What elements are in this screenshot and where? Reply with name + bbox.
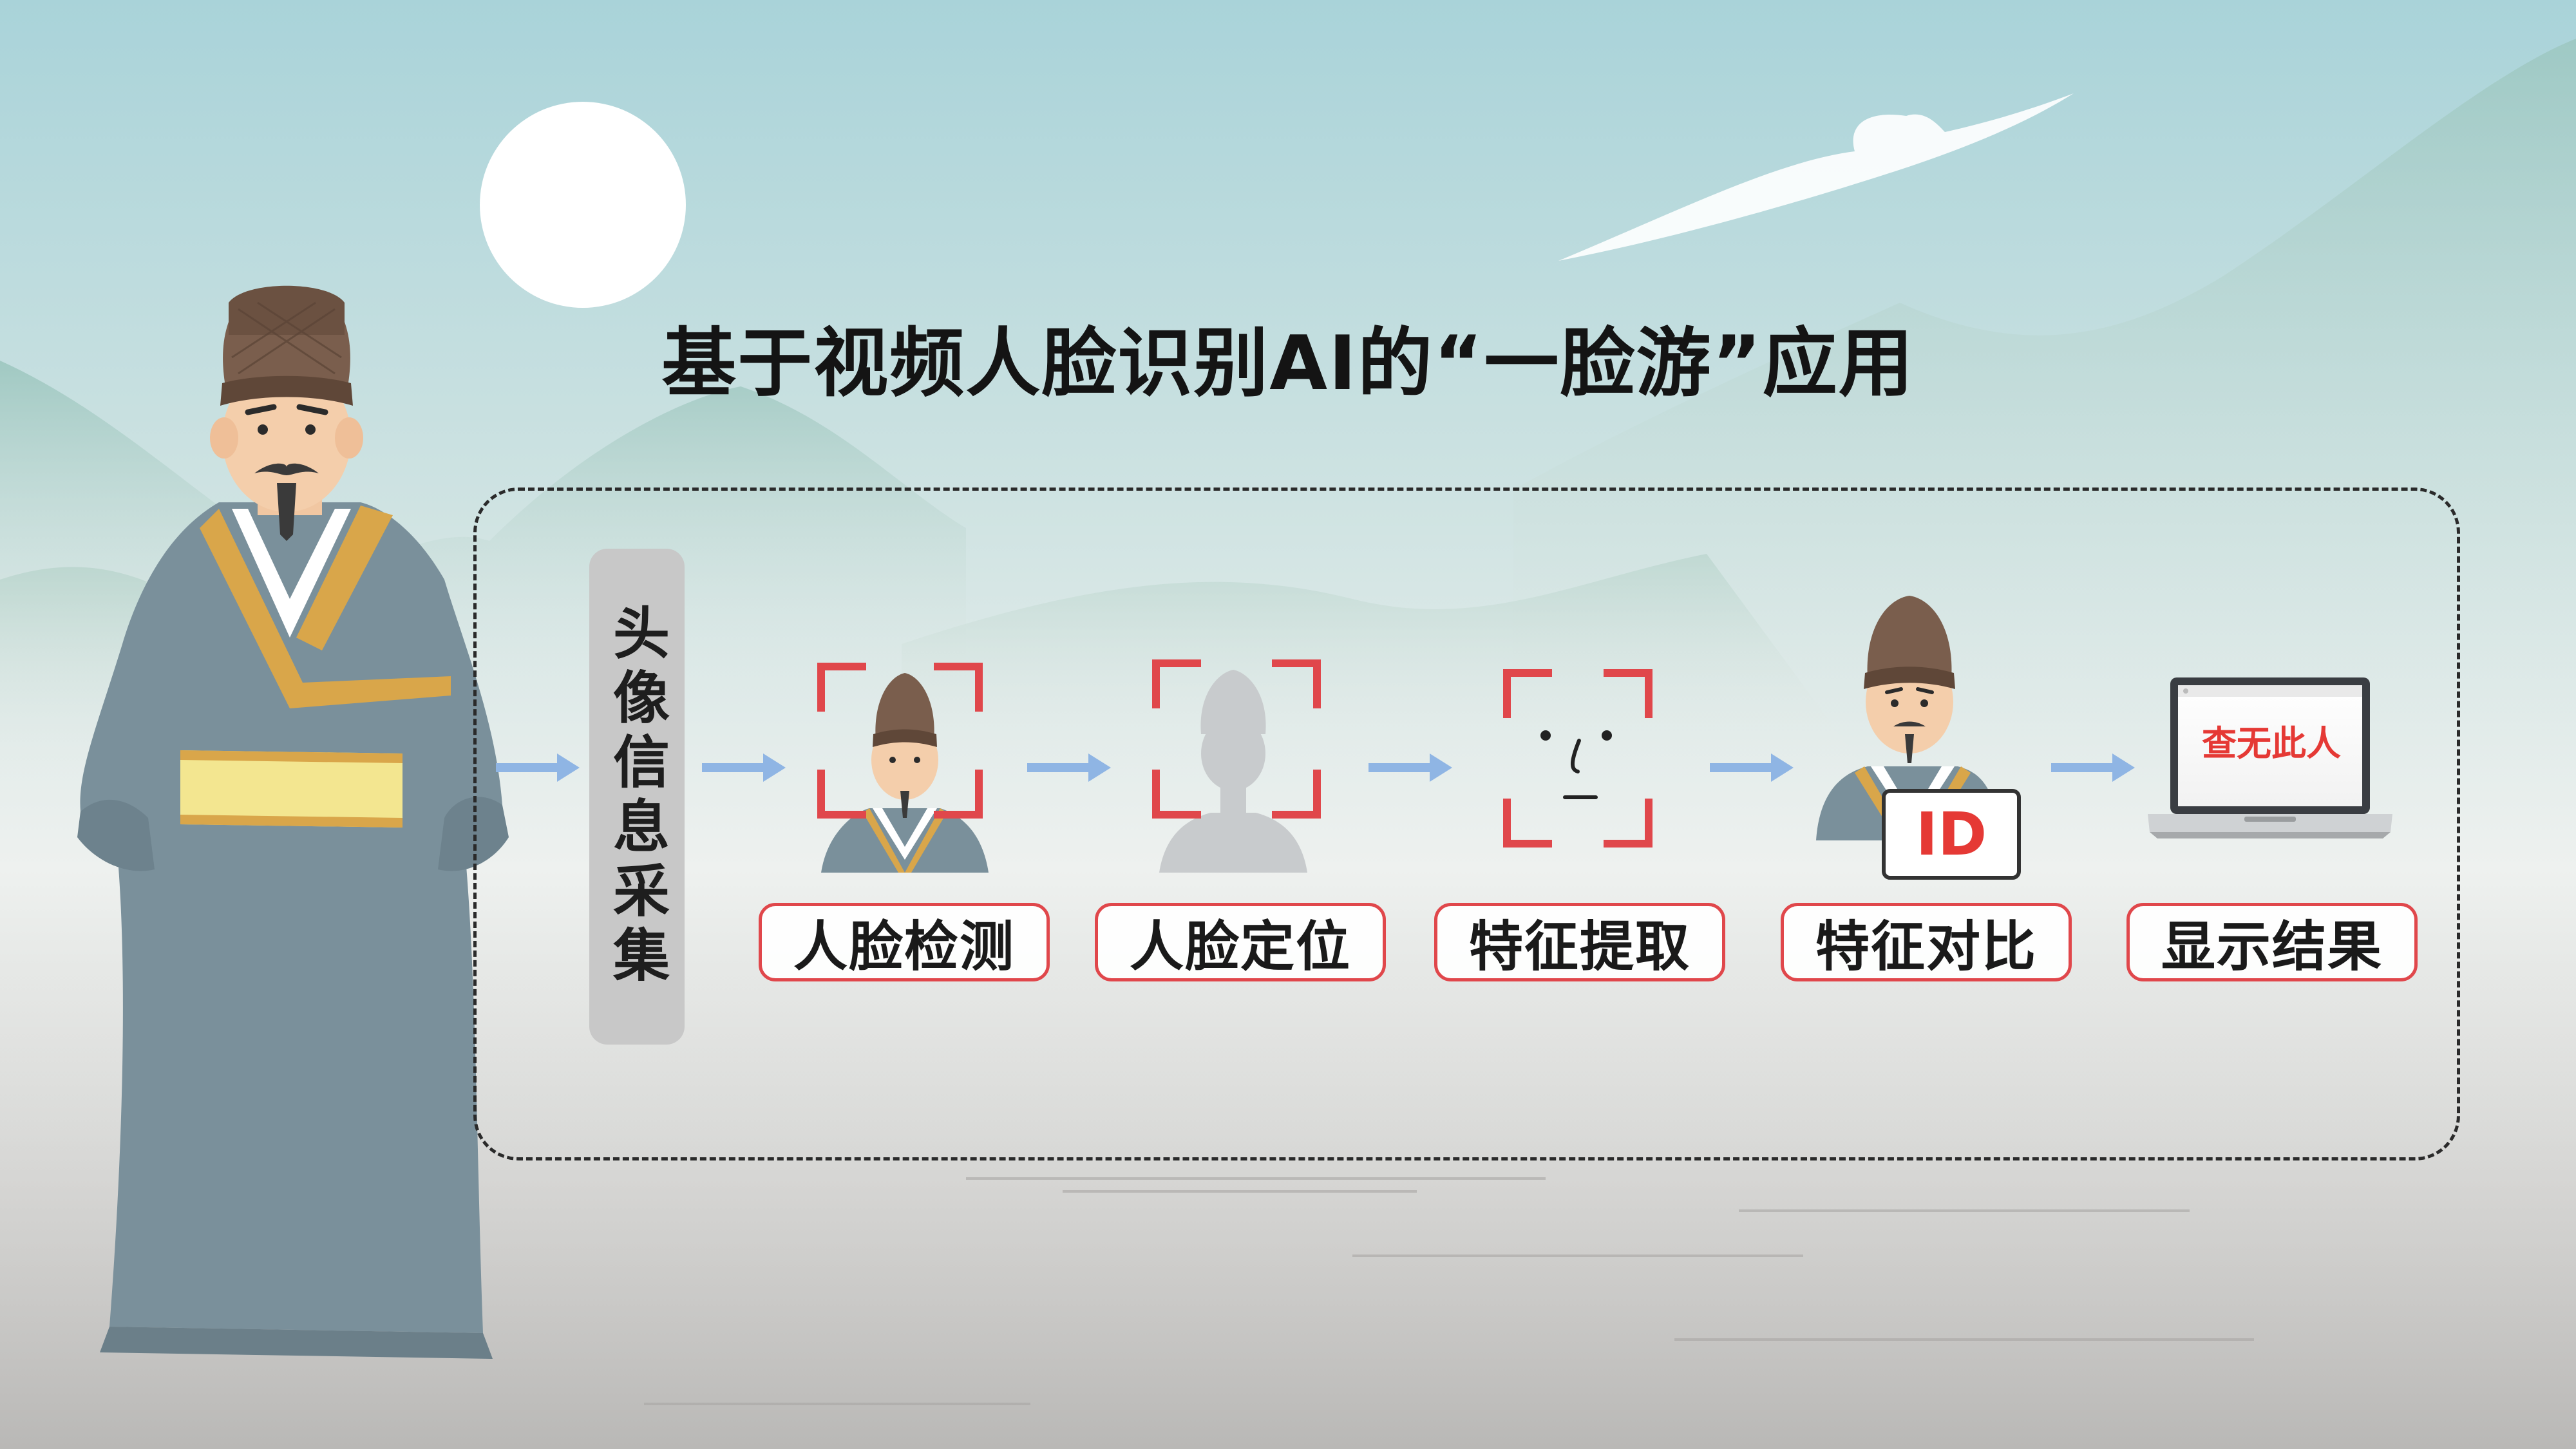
feature-comparison-illustration [1816,596,2021,880]
step-label-feature-comparison: 特征对比 [1781,903,2072,981]
laptop-illustration [2148,677,2392,838]
flow-container [473,488,2460,1160]
mountain-right [1513,39,2576,773]
id-badge: ID [1915,800,1987,869]
ground-lines [644,1177,2254,1405]
page-title: 基于视频人脸识别AI的“一脸游”应用 [661,320,1915,407]
face-detection-illustration [821,667,989,873]
step-label-face-detection: 人脸检测 [759,903,1050,981]
capture-label-box: 头像信息采集 [589,549,685,1045]
flow-arrows [496,753,2135,782]
mountain-middle [902,554,1868,773]
face-location-illustration [1156,663,1317,873]
cloud-shape [1558,93,2074,261]
result-screen-text: 查无此人 [2202,723,2341,764]
feature-extraction-illustration [1507,673,1649,844]
moon-shape [480,102,686,308]
step-label-face-location: 人脸定位 [1095,903,1386,981]
scholar-figure [77,285,509,1359]
step-label-feature-extraction: 特征提取 [1434,903,1725,981]
step-label-show-result: 显示结果 [2126,903,2418,981]
capture-label: 头像信息采集 [603,603,670,990]
